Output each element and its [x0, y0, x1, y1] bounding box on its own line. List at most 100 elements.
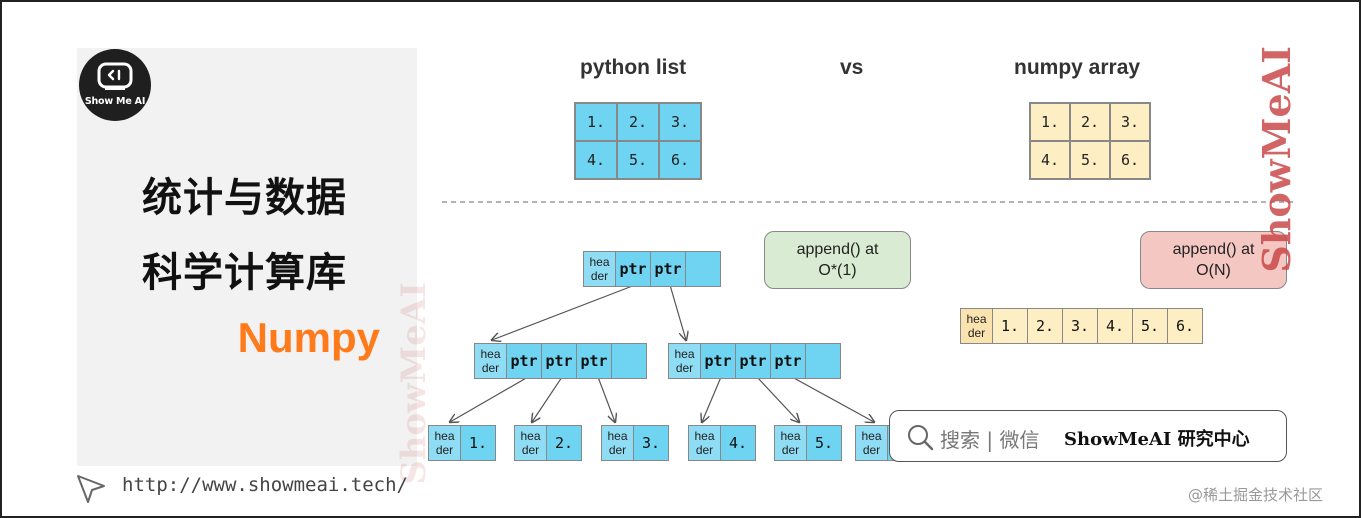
heading-python-list: python list: [580, 56, 687, 79]
note-line: append() at: [796, 241, 879, 258]
logo-text: Show Me AI: [84, 96, 146, 107]
ptr-cell: ptr: [701, 344, 736, 378]
ptr-cell: ptr: [507, 344, 542, 378]
grid-cell: 4.: [1030, 141, 1070, 179]
credit-text: @稀土掘金技术社区: [1188, 486, 1324, 504]
header-label: der: [481, 361, 500, 375]
grid-cell: 2.: [617, 103, 659, 141]
watermark-right: ShowMeAI: [1254, 46, 1299, 273]
arrow: [450, 376, 529, 422]
cursor-icon: [77, 475, 105, 503]
showmeai-logo: Show Me AI: [79, 49, 151, 121]
grid-cell: 1.: [575, 103, 617, 141]
append-list-note: append() at O*(1): [764, 231, 911, 289]
header-label: der: [521, 443, 540, 457]
grid-cell: 4.: [575, 141, 617, 179]
arrow: [791, 376, 874, 422]
grid-cell: 6.: [1110, 141, 1150, 179]
header-label: hea: [966, 312, 987, 326]
grid-cell: 3.: [1110, 103, 1150, 141]
robot-icon: [97, 62, 133, 90]
header-label: hea: [780, 429, 801, 443]
left-panel: [77, 48, 417, 466]
append-array-note: append() at O(N): [1140, 231, 1287, 289]
value-cell: 5.: [814, 434, 834, 452]
python-list-grid: 1. 2. 3. 4. 5. 6.: [574, 102, 702, 180]
title-line-2: 科学计算库: [142, 250, 347, 296]
value-cell: 1.: [993, 309, 1028, 343]
empty-cell: [806, 344, 840, 378]
value-cell: 6.: [1175, 317, 1195, 335]
header-label: der: [967, 326, 986, 340]
grid-cell: 6.: [659, 141, 701, 179]
ptr-cell: ptr: [651, 252, 686, 286]
arrow: [702, 376, 722, 422]
ptr-cell: ptr: [736, 344, 771, 378]
numpy-array-grid: 1. 2. 3. 4. 5. 6.: [1029, 102, 1151, 180]
arrow: [532, 376, 563, 422]
ptr-cell: ptr: [542, 344, 577, 378]
grid-cell: 5.: [1070, 141, 1110, 179]
value-cell: 3.: [1063, 309, 1098, 343]
empty-cell: [686, 252, 720, 286]
website-link[interactable]: http://www.showmeai.tech/: [122, 474, 408, 496]
ptr-cell: ptr: [616, 252, 651, 286]
wechat-search-badge[interactable]: 搜索 | 微信 ShowMeAI 研究中心: [889, 410, 1287, 462]
search-icon: [908, 425, 934, 451]
note-line: append() at: [1172, 241, 1255, 258]
header-label: hea: [861, 429, 882, 443]
header-label: hea: [674, 347, 695, 361]
value-cell: 2.: [1028, 309, 1063, 343]
header-label: hea: [607, 429, 628, 443]
value-cell: 5.: [1133, 309, 1168, 343]
header-label: hea: [694, 429, 715, 443]
value-cell: 1.: [468, 434, 488, 452]
search-brand: ShowMeAI 研究中心: [1064, 429, 1250, 450]
note-line: O*(1): [818, 262, 857, 279]
grid-cell: 1.: [1030, 103, 1070, 141]
heading-vs: vs: [840, 56, 864, 79]
search-label: 搜索 | 微信: [940, 428, 1040, 452]
value-cell: 3.: [641, 434, 661, 452]
grid-cell: 2.: [1070, 103, 1110, 141]
header-label: der: [608, 443, 627, 457]
header-label: der: [435, 443, 454, 457]
value-cell: 2.: [554, 434, 574, 452]
heading-numpy-array: numpy array: [1014, 56, 1141, 79]
grid-cell: 5.: [617, 141, 659, 179]
value-cell: 4.: [728, 434, 748, 452]
arrow: [756, 376, 799, 422]
arrow: [597, 376, 615, 422]
header-label: der: [862, 443, 881, 457]
header-label: der: [590, 269, 609, 283]
arrow: [492, 284, 636, 340]
ptr-cell: ptr: [771, 344, 806, 378]
arrow: [669, 284, 686, 340]
header-label: hea: [589, 255, 610, 269]
ptr-cell: ptr: [577, 344, 612, 378]
note-line: O(N): [1196, 262, 1231, 279]
title-line-1: 统计与数据: [142, 175, 347, 221]
subtitle-numpy: Numpy: [237, 314, 380, 361]
grid-cell: 3.: [659, 103, 701, 141]
header-label: hea: [520, 429, 541, 443]
header-label: der: [781, 443, 800, 457]
